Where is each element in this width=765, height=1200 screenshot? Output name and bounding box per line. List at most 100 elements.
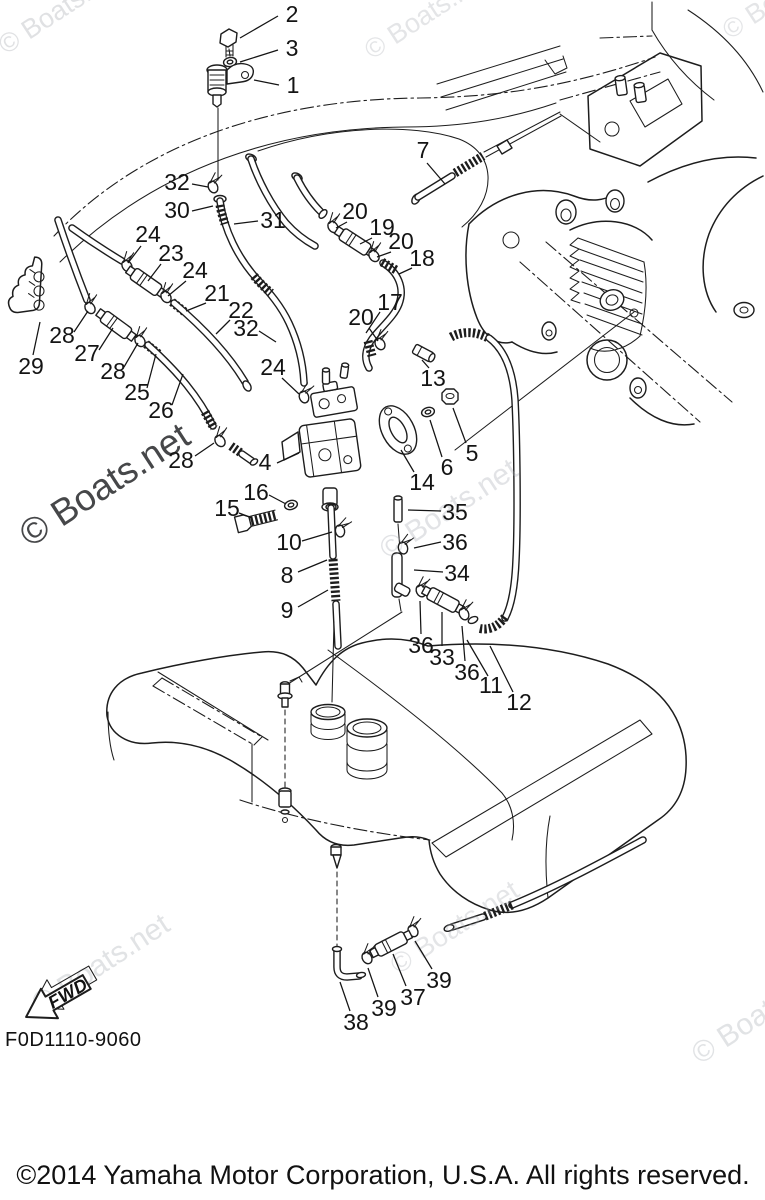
part-number-24: 24 xyxy=(135,221,161,247)
leader-line-35 xyxy=(407,509,442,512)
part-number-16: 16 xyxy=(243,479,269,505)
part-number-37: 37 xyxy=(400,984,426,1010)
engine-block xyxy=(454,52,764,451)
part-bolt-15 xyxy=(233,509,278,534)
leader-line-13 xyxy=(421,359,430,369)
part-number-19: 19 xyxy=(369,214,395,240)
footer-copyright: ©2014 Yamaha Motor Corporation, U.S.A. A… xyxy=(16,1160,749,1190)
watermark-text: © Boats.net xyxy=(686,957,765,1071)
part-number-29: 29 xyxy=(18,353,44,379)
part-number-33: 33 xyxy=(429,644,455,670)
part-number-7: 7 xyxy=(417,137,430,163)
part-number-5: 5 xyxy=(466,440,479,466)
part-number-8: 8 xyxy=(281,562,294,588)
part-number-4: 4 xyxy=(259,449,272,475)
part-number-25: 25 xyxy=(124,379,150,405)
part-number-36: 36 xyxy=(454,659,480,685)
tank-drain-screw xyxy=(330,843,342,869)
part-number-24: 24 xyxy=(260,354,286,380)
part-number-6: 6 xyxy=(441,454,454,480)
diagram-code: F0D1110-9060 xyxy=(5,1029,141,1051)
leader-line-18 xyxy=(398,267,413,275)
leader-line-26 xyxy=(171,373,184,406)
part-number-28: 28 xyxy=(168,447,194,473)
part-number-12: 12 xyxy=(506,689,532,715)
leader-line-12 xyxy=(489,645,514,693)
part-number-28: 28 xyxy=(100,358,126,384)
part-joint-34 xyxy=(391,552,411,612)
watermark-layer: © Boats.net © Boats.net © Boats.net © Bo… xyxy=(0,0,765,1071)
part-number-35: 35 xyxy=(442,499,468,525)
part-oil-hose-31 xyxy=(213,194,308,387)
leader-line-11 xyxy=(466,639,489,677)
part-grommet-bracket xyxy=(7,256,45,314)
leader-line-39 xyxy=(414,940,433,970)
part-number-39: 39 xyxy=(371,995,397,1021)
part-washer xyxy=(282,498,300,512)
hose-stub xyxy=(245,153,319,250)
leader-line-9 xyxy=(297,589,329,608)
part-washer xyxy=(419,405,437,419)
part-gasket-14 xyxy=(378,405,418,455)
part-number-24: 24 xyxy=(182,257,208,283)
leader-line-38 xyxy=(339,981,351,1012)
leader-line-34 xyxy=(413,569,444,573)
leader-line-28 xyxy=(194,442,215,457)
part-number-15: 15 xyxy=(214,495,240,521)
leader-line-36 xyxy=(413,541,442,549)
leader-line-27 xyxy=(98,327,114,351)
part-number-20: 20 xyxy=(348,304,374,330)
leader-line-20 xyxy=(376,251,392,258)
part-number-30: 30 xyxy=(164,197,190,223)
tank-top-fitting xyxy=(277,676,303,708)
part-fuel-joint xyxy=(93,306,139,344)
part-oil-pump xyxy=(281,362,362,512)
leader-line-4 xyxy=(276,452,300,464)
leader-line-19 xyxy=(359,237,373,245)
part-number-14: 14 xyxy=(409,469,435,495)
leader-line-20 xyxy=(335,221,348,229)
leader-line-25 xyxy=(146,353,157,389)
leader-line-28 xyxy=(73,310,89,333)
part-number-21: 21 xyxy=(204,280,230,306)
leader-line-21 xyxy=(185,302,207,312)
part-number-36: 36 xyxy=(408,632,434,658)
leader-line-32 xyxy=(191,183,209,188)
leader-line-39 xyxy=(367,967,379,998)
leader-line-15 xyxy=(238,512,253,519)
hose-clamp xyxy=(332,516,355,539)
part-fuel-hose-18 xyxy=(362,258,405,372)
part-number-36: 36 xyxy=(442,529,468,555)
leader-line-36 xyxy=(461,625,466,662)
hose-nipple xyxy=(228,442,259,466)
leader-line-1 xyxy=(253,79,280,86)
part-number-31: 31 xyxy=(260,207,286,233)
part-number-9: 9 xyxy=(281,597,294,623)
leader-line-17 xyxy=(365,311,381,334)
part-number-11: 11 xyxy=(479,672,503,698)
leader-line-16 xyxy=(268,494,287,505)
part-number-17: 17 xyxy=(377,289,403,315)
part-number-23: 23 xyxy=(158,240,184,266)
part-number-38: 38 xyxy=(343,1009,369,1035)
diagram-artwork xyxy=(7,1,764,981)
leader-line-37 xyxy=(392,953,407,987)
tank-filler-neck xyxy=(346,718,388,780)
part-number-27: 27 xyxy=(74,340,100,366)
leader-line-22 xyxy=(215,319,231,335)
part-fitting-13 xyxy=(411,343,436,363)
part-number-20: 20 xyxy=(342,198,368,224)
cowling-centerline xyxy=(53,56,656,237)
hose-clamp xyxy=(203,169,229,196)
fuel-tank xyxy=(106,638,687,947)
leader-line-14 xyxy=(400,449,415,473)
leader-line-29 xyxy=(32,321,41,356)
part-number-13: 13 xyxy=(420,365,446,391)
part-throttle-cable xyxy=(411,111,601,205)
part-tank-hose xyxy=(443,836,647,932)
leader-line-5 xyxy=(452,407,467,444)
part-number-39: 39 xyxy=(426,967,452,993)
tank-front-fitting xyxy=(278,787,292,824)
